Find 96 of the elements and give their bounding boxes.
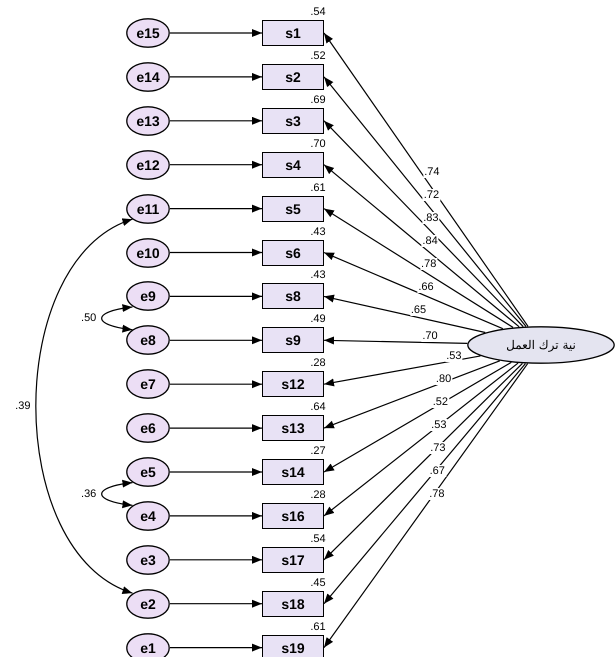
path-arrow — [170, 29, 262, 37]
path-arrow — [170, 468, 262, 476]
indicator-box: s14 — [262, 459, 324, 485]
edge-label: .80 — [434, 373, 452, 385]
edge-label: .53 — [430, 419, 448, 431]
path-arrow — [170, 644, 262, 652]
error-circle: e8 — [126, 325, 170, 356]
indicator-box: s19 — [262, 634, 324, 657]
error-circle: e2 — [126, 588, 170, 619]
error-circle: e14 — [126, 62, 170, 92]
covariance-arrow — [101, 480, 132, 508]
latent-ellipse: نية ترك العمل — [467, 326, 615, 364]
indicator-box: s9 — [262, 327, 324, 354]
edge-label: .50 — [80, 312, 98, 324]
r-squared-label: .64 — [309, 401, 327, 414]
error-circle: e7 — [126, 369, 170, 400]
error-circle: e3 — [126, 544, 170, 575]
loading-arrow — [324, 294, 486, 334]
path-arrow — [170, 336, 262, 344]
edge-label: .53 — [445, 350, 463, 362]
error-circle: e12 — [126, 150, 170, 180]
error-circle: e13 — [126, 106, 170, 136]
r-squared-label: .45 — [309, 576, 327, 589]
r-squared-label: .27 — [309, 445, 327, 457]
path-arrow — [170, 292, 262, 300]
loading-arrow — [324, 164, 520, 328]
path-arrow — [170, 160, 262, 169]
edge-label: .52 — [432, 396, 449, 408]
indicator-box: s6 — [262, 240, 324, 266]
loading-arrow — [324, 363, 528, 648]
loading-arrow — [324, 76, 526, 327]
loading-arrow — [324, 336, 468, 345]
edge-label: .39 — [14, 400, 32, 412]
edge-label: .70 — [421, 330, 439, 342]
path-arrow — [170, 424, 262, 432]
edge-label: .67 — [428, 465, 446, 477]
indicator-box: s3 — [262, 108, 324, 134]
path-arrow — [170, 556, 262, 564]
loading-arrow — [324, 363, 526, 604]
r-squared-label: .69 — [309, 94, 327, 106]
edge-label: .83 — [422, 212, 440, 224]
indicator-box: s18 — [262, 590, 324, 617]
r-squared-label: .49 — [309, 313, 327, 326]
covariance-arrow — [101, 304, 132, 332]
path-arrow — [170, 248, 262, 256]
loading-arrow — [324, 208, 514, 328]
path-arrow — [170, 600, 262, 608]
edge-label: .72 — [422, 189, 440, 201]
edge-label: .66 — [417, 281, 435, 293]
r-squared-label: .28 — [309, 488, 327, 501]
edge-label: .78 — [428, 488, 446, 500]
indicator-box: s17 — [262, 546, 324, 573]
r-squared-label: .43 — [309, 269, 327, 282]
covariance-arrow — [35, 218, 133, 594]
loading-arrow — [324, 362, 512, 473]
path-arrow — [170, 72, 262, 81]
indicator-box: s16 — [262, 502, 324, 529]
indicator-box: s12 — [262, 371, 324, 398]
r-squared-label: .54 — [309, 532, 327, 545]
indicator-box: s2 — [262, 64, 324, 90]
edge-label: .84 — [421, 235, 439, 247]
loading-arrow — [324, 360, 500, 429]
loading-arrow — [324, 32, 528, 327]
loading-arrow — [324, 120, 524, 327]
loading-arrow — [324, 252, 504, 330]
r-squared-label: .54 — [309, 6, 327, 18]
r-squared-label: .43 — [309, 226, 327, 238]
loading-arrow — [324, 362, 518, 516]
error-circle: e10 — [126, 238, 170, 268]
r-squared-label: .70 — [309, 138, 327, 150]
loading-arrow — [324, 355, 481, 386]
path-arrow — [170, 204, 262, 213]
edge-label: .78 — [420, 258, 438, 270]
indicator-box: s5 — [262, 196, 324, 222]
edge-label: .65 — [410, 304, 428, 316]
indicator-box: s4 — [262, 152, 324, 178]
r-squared-label: .61 — [309, 182, 327, 194]
edge-label: .36 — [80, 488, 98, 500]
indicator-box: s13 — [262, 415, 324, 442]
path-arrow — [170, 380, 262, 388]
r-squared-label: .61 — [309, 620, 327, 633]
r-squared-label: .28 — [309, 357, 327, 370]
error-circle: e11 — [126, 194, 170, 224]
edge-label: .73 — [429, 442, 447, 454]
error-circle: e15 — [126, 18, 170, 48]
error-circle: e9 — [126, 281, 170, 312]
indicator-box: s1 — [262, 20, 324, 46]
error-circle: e5 — [126, 457, 170, 487]
path-arrow — [170, 116, 262, 125]
error-circle: e6 — [126, 413, 170, 444]
error-circle: e4 — [126, 500, 170, 531]
loading-arrow — [324, 362, 523, 560]
indicator-box: s8 — [262, 283, 324, 310]
r-squared-label: .52 — [309, 50, 327, 62]
path-arrow — [170, 512, 262, 520]
edge-label: .74 — [423, 166, 440, 178]
